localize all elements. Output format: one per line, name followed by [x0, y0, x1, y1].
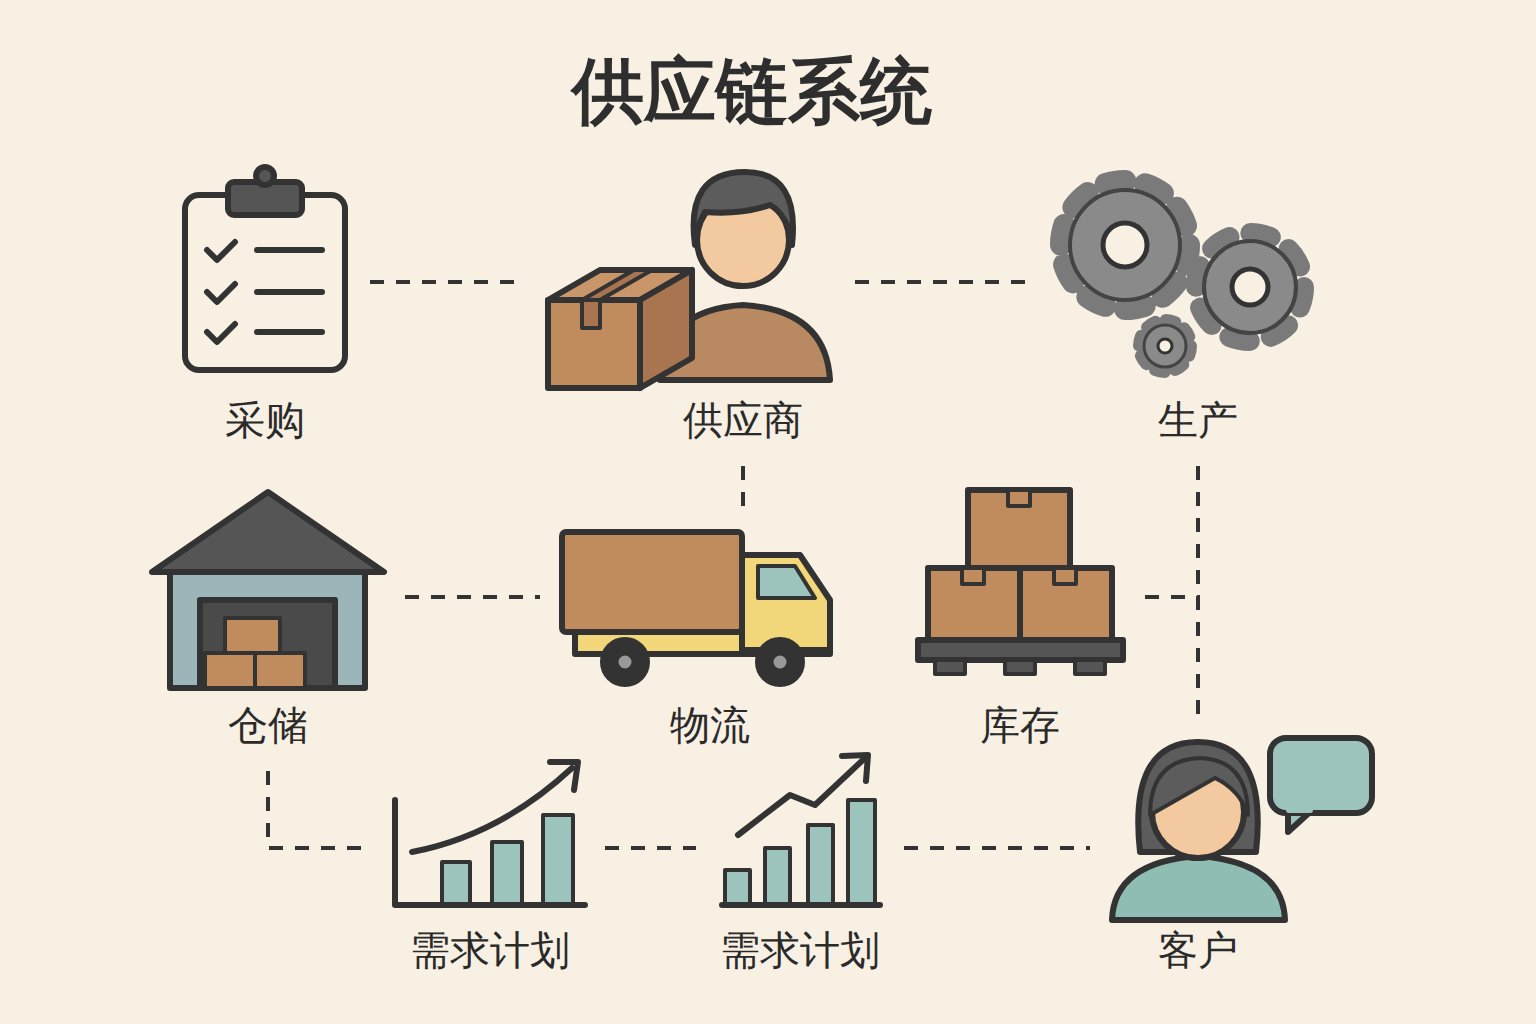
node-label: 需求计划 [720, 926, 880, 974]
customer-icon [1112, 738, 1372, 920]
dashed-connector [741, 466, 745, 510]
node-label: 客户 [1158, 926, 1238, 974]
dashed-connector [904, 846, 1090, 850]
diagram-title: 供应链系统 [0, 48, 1504, 134]
icon-node: 采购 [180, 165, 350, 446]
node-label: 库存 [980, 701, 1060, 749]
truck-icon [562, 532, 830, 684]
dashed-connector [855, 280, 1035, 284]
icon-node: 客户 [1110, 735, 1375, 976]
dashed-connector [405, 595, 540, 599]
icon-node: 供应商 [545, 170, 835, 446]
gear-icon [1061, 181, 1304, 372]
dashed-connector [1145, 597, 1198, 715]
chart-icon [395, 762, 585, 905]
clipboard-icon [185, 167, 345, 370]
icon-node: 仓储 [150, 490, 385, 751]
inventory-icon [918, 490, 1123, 674]
node-label: 仓储 [228, 701, 308, 749]
icon-node: 库存 [915, 488, 1125, 751]
node-label: 物流 [670, 701, 750, 749]
node-label: 需求计划 [410, 926, 570, 974]
warehouse-icon [152, 492, 384, 688]
dashed-connector [268, 771, 370, 848]
icon-node: 需求计划 [716, 748, 884, 976]
chart-icon [722, 755, 880, 905]
icon-node: 物流 [560, 530, 832, 751]
icon-node: 需求计划 [390, 755, 585, 976]
icon-node: 生产 [1055, 175, 1317, 446]
supplier-icon [548, 172, 830, 388]
node-label: 生产 [1158, 396, 1238, 444]
node-label: 采购 [225, 396, 305, 444]
node-label: 供应商 [683, 396, 803, 444]
dashed-connector [370, 280, 525, 284]
dashed-connector [605, 846, 696, 850]
